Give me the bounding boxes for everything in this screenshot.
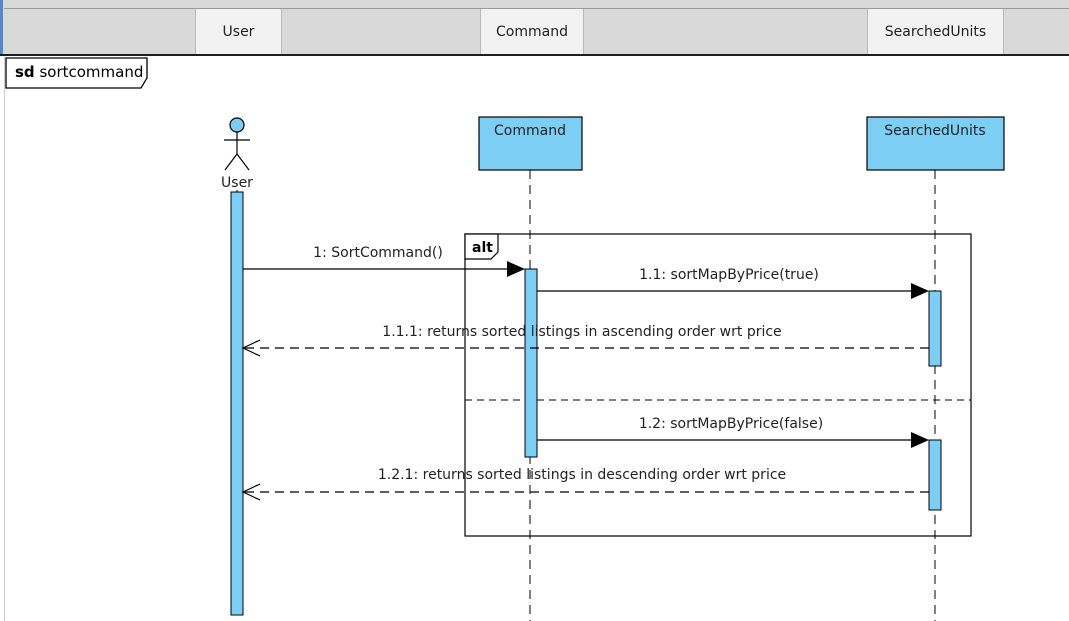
header-tab-user[interactable]: User xyxy=(195,9,282,54)
object-command[interactable] xyxy=(478,116,583,171)
message-1-2[interactable] xyxy=(537,432,929,448)
message-1[interactable] xyxy=(243,261,525,277)
frame-keyword: sd xyxy=(15,63,35,81)
message-1-1-1-label: 1.1.1: returns sorted listings in ascend… xyxy=(382,324,781,340)
actor-user-label: User xyxy=(221,175,253,191)
header-tab-label: SearchedUnits xyxy=(884,23,987,40)
alt-fragment-tab xyxy=(464,233,499,260)
object-command-label: Command xyxy=(494,123,566,139)
message-1-label: 1: SortCommand() xyxy=(313,245,443,261)
message-1-2-1-label: 1.2.1: returns sorted listings in descen… xyxy=(378,467,786,483)
object-searchedunits-label: SearchedUnits xyxy=(884,123,985,139)
activation-command xyxy=(524,268,538,458)
object-searchedunits[interactable] xyxy=(866,116,1005,171)
message-1-2-label: 1.2: sortMapByPrice(false) xyxy=(639,416,823,432)
header-tab-searchedunits[interactable]: SearchedUnits xyxy=(867,9,1004,54)
actor-user[interactable] xyxy=(224,117,250,171)
frame-title: sd sortcommand xyxy=(15,63,143,81)
canvas-left-border xyxy=(4,56,5,621)
message-1-1-1[interactable] xyxy=(241,339,929,357)
activation-searchedunits-1 xyxy=(928,290,942,367)
message-1-1-label: 1.1: sortMapByPrice(true) xyxy=(639,267,819,283)
message-1-2-1[interactable] xyxy=(241,483,929,501)
message-1-1[interactable] xyxy=(537,283,929,299)
alt-fragment[interactable] xyxy=(464,233,972,537)
activation-searchedunits-2 xyxy=(928,439,942,511)
header-divider xyxy=(4,8,1069,9)
frame-tab[interactable] xyxy=(5,57,148,89)
activation-user xyxy=(230,191,244,616)
header-tab-command[interactable]: Command xyxy=(480,9,584,54)
selection-marker xyxy=(0,0,3,54)
lifeline-header-bar: User Command SearchedUnits xyxy=(0,0,1069,56)
frame-name: sortcommand xyxy=(39,63,144,81)
alt-fragment-label: alt xyxy=(472,240,493,256)
header-tab-label: Command xyxy=(496,23,568,40)
header-tab-label: User xyxy=(222,23,255,40)
